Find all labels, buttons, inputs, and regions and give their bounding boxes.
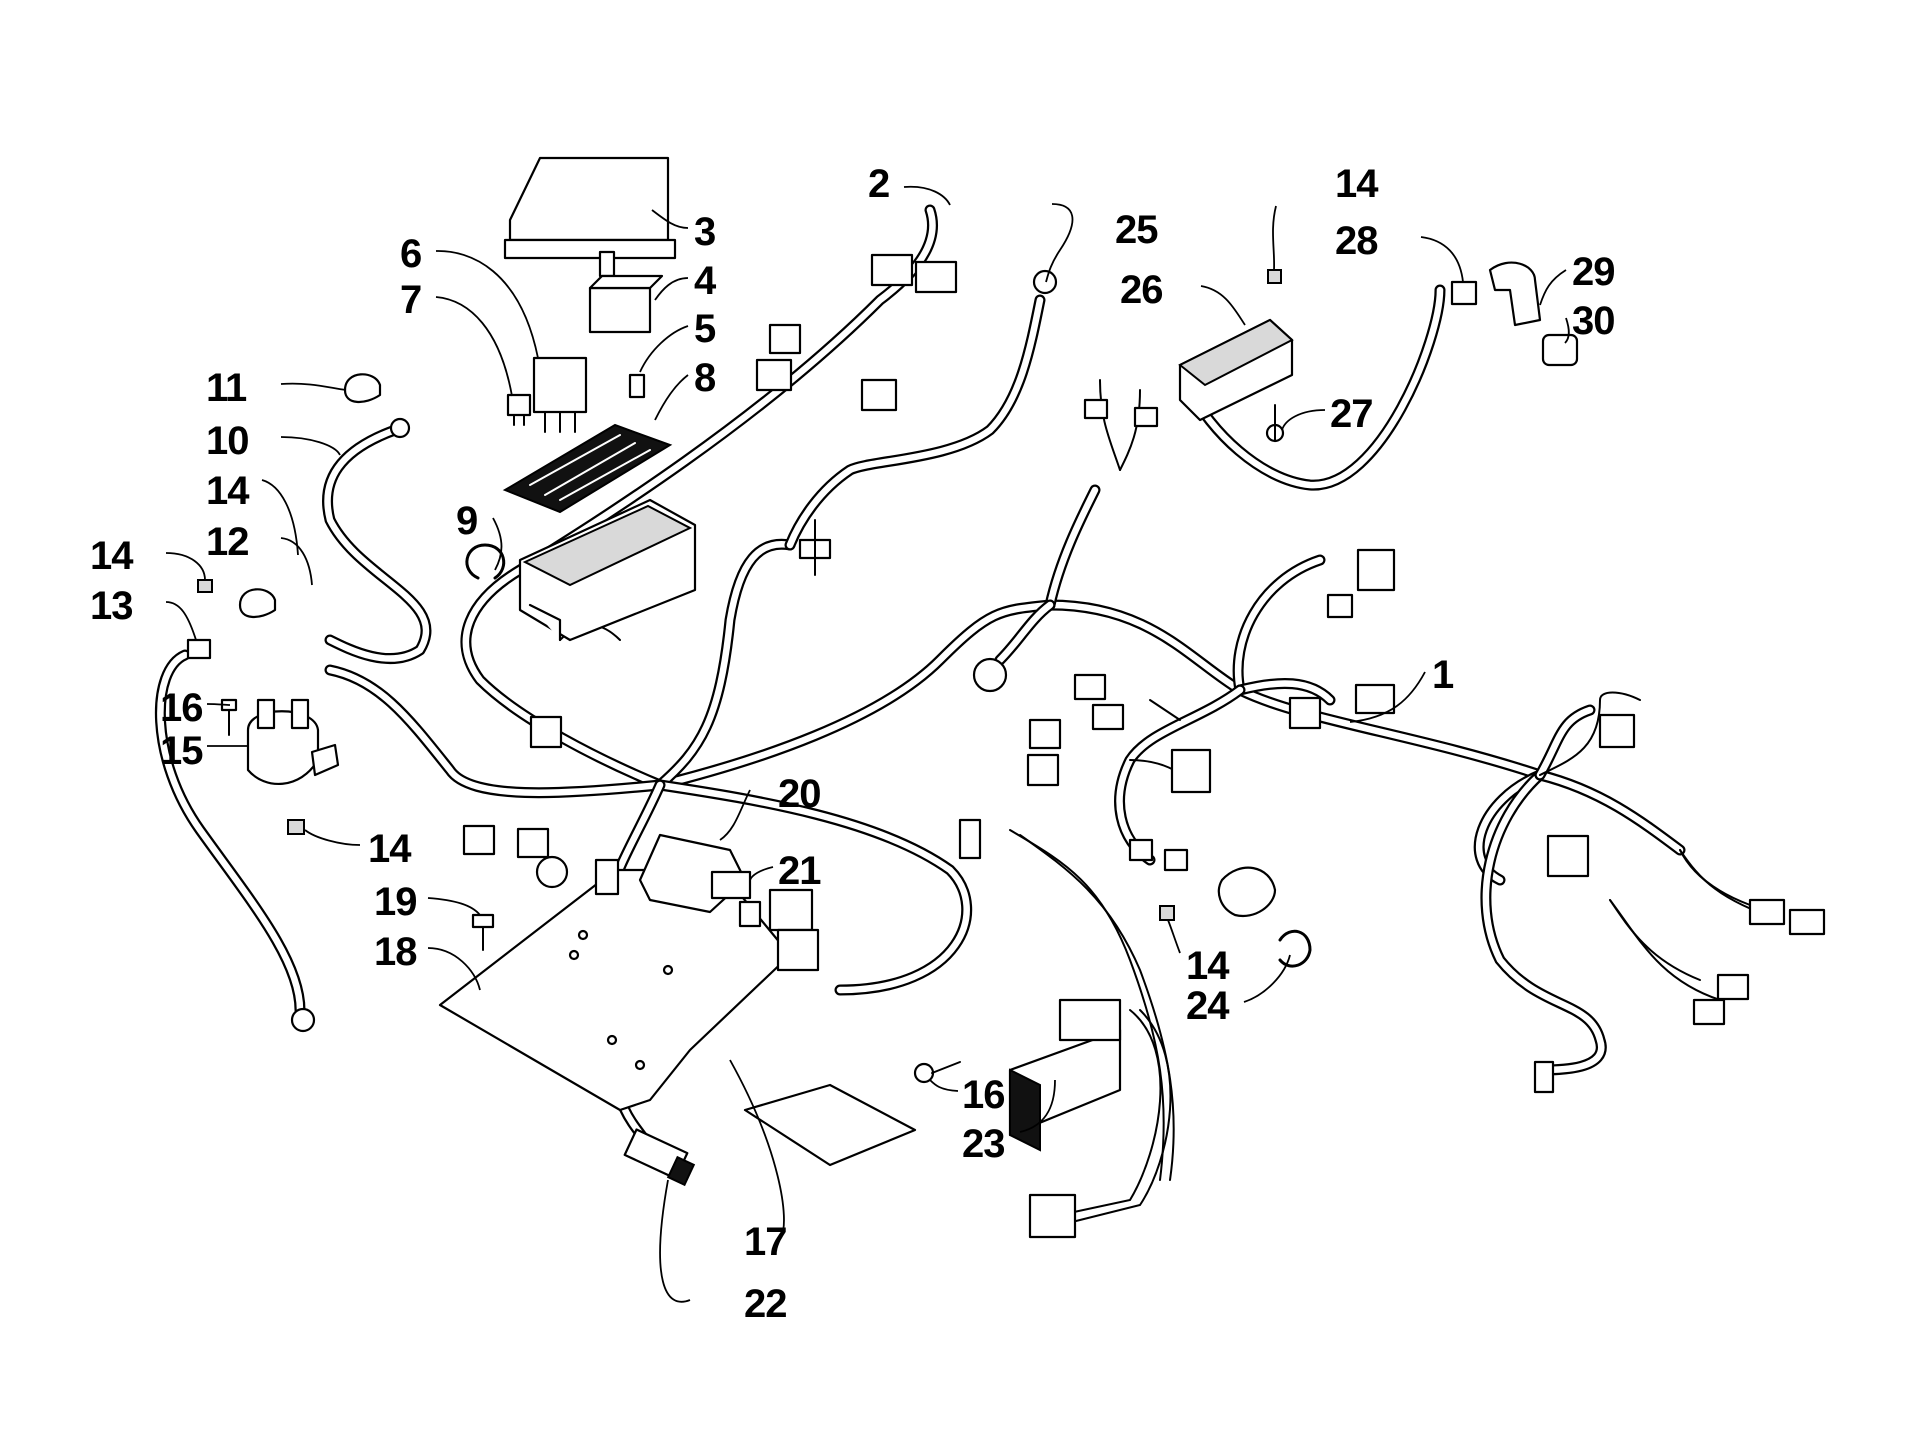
callout-16b: 16: [962, 1073, 1005, 1117]
vent-cap: [1541, 333, 1579, 367]
solenoid-nut-top: [197, 579, 213, 593]
leader-lines: [165, 185, 1570, 1303]
temperature-sensor: [623, 1128, 696, 1187]
callout-3: 3: [694, 210, 715, 254]
battery-cable-positive: [322, 417, 432, 664]
callout-26: 26: [1120, 268, 1163, 312]
callout-29: 29: [1572, 250, 1615, 294]
callout-14a: 14: [206, 469, 250, 513]
callout-22: 22: [744, 1282, 787, 1326]
callout-14e: 14: [1186, 944, 1230, 988]
voltage-regulator: [1008, 998, 1122, 1152]
callout-28: 28: [1335, 219, 1378, 263]
fuse-mini: [506, 393, 532, 426]
callout-19: 19: [374, 880, 417, 924]
module-bracket: [738, 900, 762, 928]
sensor-bolt: [1265, 404, 1285, 443]
callout-27: 27: [1330, 392, 1373, 436]
ground-terminal: [798, 519, 832, 576]
terminal-boot: [343, 373, 382, 403]
callout-9: 9: [456, 499, 477, 543]
fuse-box-cover: [503, 156, 677, 278]
callout-30: 30: [1572, 299, 1615, 343]
main-wiring-harness: [324, 204, 1686, 1146]
callout-13: 13: [90, 584, 133, 628]
starter-solenoid: [246, 698, 340, 785]
callout-20: 20: [778, 772, 821, 816]
plate-screw: [471, 913, 495, 951]
cdi-module: [638, 833, 752, 914]
retaining-ring: [465, 543, 506, 580]
fuse-circuit-board: [502, 423, 673, 514]
callout-2: 2: [868, 162, 889, 206]
light-socket: [1217, 866, 1277, 918]
hose-clamp: [1278, 929, 1312, 968]
vent-grommet: [1450, 280, 1478, 306]
decal-label: [743, 1083, 917, 1167]
tip-over-sensor-wire: [1184, 284, 1446, 491]
harness-connectors: [462, 253, 1826, 1094]
battery-cable-negative: [154, 638, 316, 1033]
regulator-connector: [1028, 1193, 1077, 1239]
callout-14c: 14: [368, 827, 412, 871]
callout-4: 4: [694, 259, 717, 303]
thin-wire-leads: [559, 379, 1781, 1226]
callout-14d: 14: [1335, 162, 1379, 206]
callout-14b: 14: [90, 534, 134, 578]
callout-12: 12: [206, 520, 249, 564]
callout-7: 7: [400, 278, 421, 322]
callout-6: 6: [400, 232, 421, 276]
callout-11: 11: [206, 366, 247, 410]
vent-elbow: [1488, 261, 1542, 327]
callout-1: 1: [1432, 653, 1454, 697]
callout-5: 5: [694, 307, 716, 351]
callout-8: 8: [694, 356, 716, 400]
callout-25: 25: [1115, 208, 1158, 252]
callout-labels: 1 2 3 4 5 6 7 8 9 10 11 12 13 14 14 14 1…: [90, 162, 1616, 1326]
callout-24: 24: [1186, 984, 1230, 1028]
callout-16a: 16: [160, 686, 203, 730]
terminal-boot-small: [238, 588, 277, 618]
callout-18: 18: [374, 930, 417, 974]
relay-small: [588, 274, 664, 334]
mounting-plate: [438, 868, 792, 1112]
fuse-blade: [628, 373, 646, 399]
callout-17: 17: [744, 1220, 787, 1264]
callout-21: 21: [778, 849, 821, 893]
regulator-screw: [913, 1061, 961, 1084]
callout-10: 10: [206, 419, 249, 463]
sensor-nut: [1267, 269, 1282, 284]
callout-15: 15: [160, 729, 203, 773]
fuse-box-base: [518, 498, 697, 642]
callout-23: 23: [962, 1122, 1005, 1166]
relay-large: [532, 356, 588, 433]
solenoid-nut-bottom: [287, 819, 305, 835]
regulator-nut: [1159, 905, 1175, 921]
ground-cable: [784, 269, 1058, 551]
tip-over-sensor: [1178, 318, 1294, 422]
